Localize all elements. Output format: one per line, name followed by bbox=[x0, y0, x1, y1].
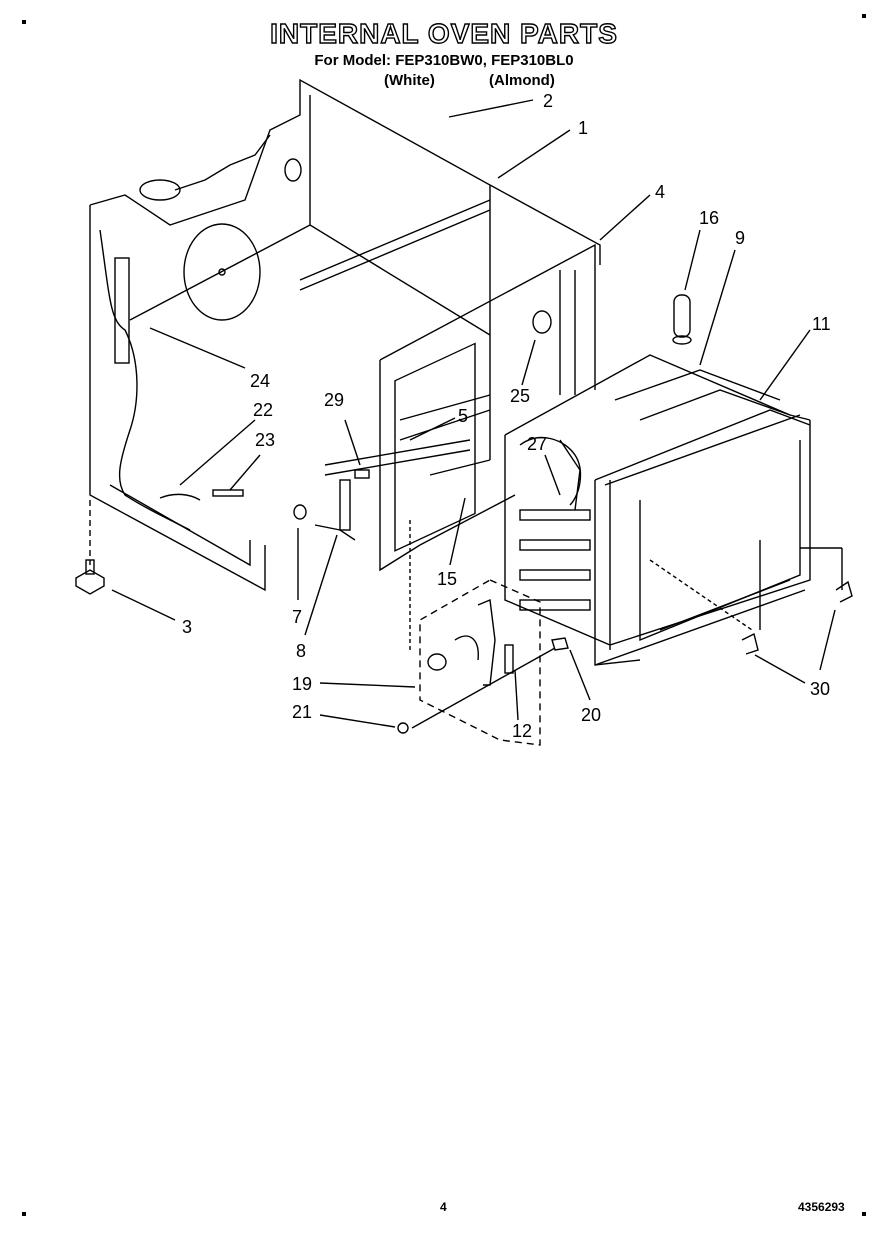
callout-12: 12 bbox=[512, 721, 532, 741]
callout-2: 2 bbox=[543, 91, 553, 111]
corner-mark-bottom-right bbox=[862, 1212, 866, 1216]
corner-mark-bottom-left bbox=[22, 1212, 26, 1216]
hinge-parts bbox=[159, 469, 370, 541]
callout-1: 1 bbox=[578, 118, 588, 138]
part-30-clips bbox=[649, 540, 853, 655]
variant-white: (White) bbox=[384, 72, 435, 89]
callout-8: 8 bbox=[296, 641, 306, 661]
front-frame bbox=[324, 243, 596, 572]
oven-liner bbox=[504, 354, 811, 666]
callout-15: 15 bbox=[437, 569, 457, 589]
callout-19: 19 bbox=[292, 674, 312, 694]
callout-25: 25 bbox=[510, 386, 530, 406]
callout-22: 22 bbox=[253, 400, 273, 420]
page-number: 4 bbox=[440, 1200, 447, 1214]
callout-30: 30 bbox=[810, 679, 830, 699]
variant-almond: (Almond) bbox=[489, 72, 555, 89]
latch-assembly bbox=[397, 520, 569, 746]
callout-27: 27 bbox=[527, 434, 547, 454]
part-3-leveling-leg bbox=[75, 500, 105, 595]
doc-number: 4356293 bbox=[798, 1200, 845, 1214]
oven-body bbox=[89, 78, 601, 592]
part-25-knob bbox=[532, 310, 552, 334]
model-line: For Model: FEP310BW0, FEP310BL0 bbox=[314, 52, 574, 69]
corner-mark-top-right bbox=[862, 14, 866, 18]
callout-24: 24 bbox=[250, 371, 270, 391]
callout-7: 7 bbox=[292, 607, 302, 627]
callout-29: 29 bbox=[324, 390, 344, 410]
corner-mark-top-left bbox=[22, 20, 26, 24]
callout-16: 16 bbox=[699, 208, 719, 228]
callout-labels: 1 2 3 4 5 7 8 9 11 12 15 16 19 20 21 22 … bbox=[182, 91, 831, 741]
callout-9: 9 bbox=[735, 228, 745, 248]
callout-5: 5 bbox=[458, 406, 468, 426]
callout-21: 21 bbox=[292, 702, 312, 722]
part-16-bulb bbox=[672, 294, 692, 345]
callout-23: 23 bbox=[255, 430, 275, 450]
page-title: INTERNAL OVEN PARTS bbox=[269, 17, 618, 49]
leader-lines bbox=[111, 99, 836, 728]
callout-20: 20 bbox=[581, 705, 601, 725]
callout-11: 11 bbox=[812, 314, 831, 334]
callout-4: 4 bbox=[655, 182, 665, 202]
callout-3: 3 bbox=[182, 617, 192, 637]
